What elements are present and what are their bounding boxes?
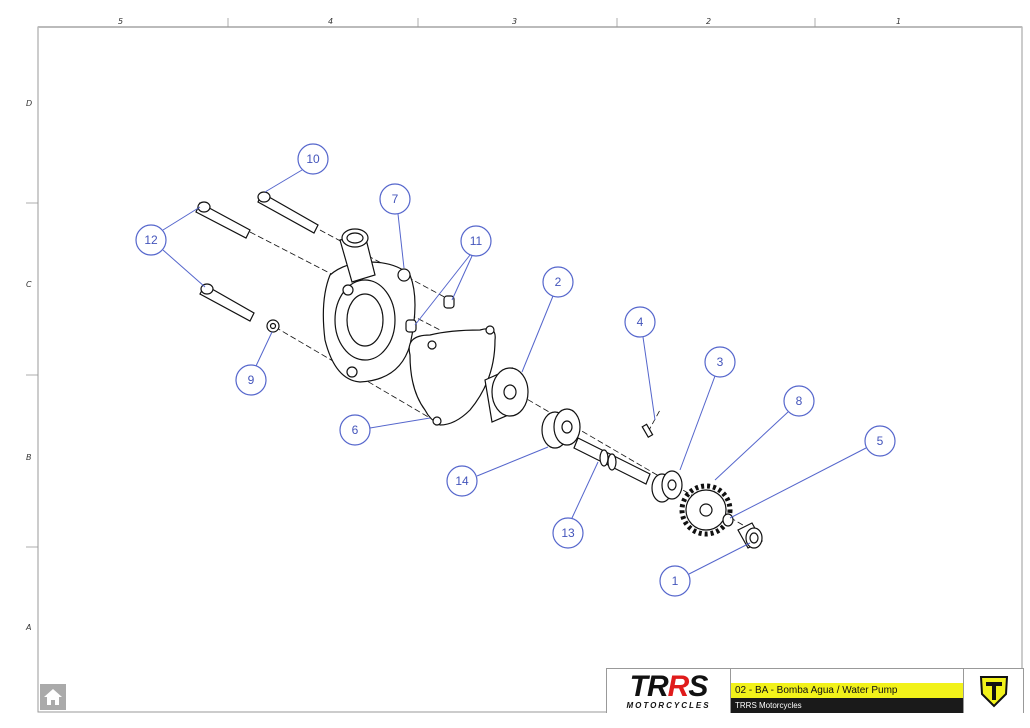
bearing-part [651,470,683,503]
circlip-part [722,513,734,527]
svg-text:3: 3 [717,355,724,369]
dowel-part [405,319,417,333]
drawing-title: 02 - BA - Bomba Agua / Water Pump [731,683,963,698]
pump-cover-part [322,228,416,383]
zone-row-label: A [25,623,31,632]
zone-row-label: B [26,453,32,462]
svg-text:11: 11 [470,234,483,248]
company-name: TRRS Motorcycles [731,698,963,713]
svg-text:10: 10 [306,152,320,166]
callout-balloon: 5 [864,425,896,457]
gear-part [679,483,733,537]
zone-col-label: 1 [896,17,901,26]
callout-balloon: 6 [339,414,371,446]
home-button[interactable] [40,684,66,710]
svg-text:7: 7 [392,192,399,206]
svg-text:13: 13 [561,526,575,540]
pin-part [641,423,654,439]
title-block: TRRS MOTORCYCLES 02 - BA - Bomba Agua / … [606,668,1024,713]
callout-balloon: 12 [135,224,167,256]
callout-balloon: 1 [659,565,691,597]
callout-balloon: 2 [542,266,574,298]
svg-text:1: 1 [672,574,679,588]
zone-col-label: 5 [118,17,123,26]
sheet-border [37,26,1023,713]
zone-col-label: 3 [512,17,517,26]
leader-lines [162,169,867,575]
callout-balloon: 3 [704,346,736,378]
callout-balloon: 9 [235,364,267,396]
shaft-part [573,437,651,485]
zone-col-label: 2 [706,17,711,26]
zone-col-label: 4 [328,17,333,26]
bolt-part [257,191,319,234]
zone-row-label: D [26,99,32,108]
callout-balloon: 7 [379,183,411,215]
spacer-part [737,522,763,549]
bolt-part [199,283,255,322]
bolt-part [195,201,251,239]
zone-row-label: C [26,280,32,289]
callout-balloon: 4 [624,306,656,338]
svg-text:14: 14 [455,474,469,488]
svg-text:9: 9 [248,373,255,387]
callout-balloon: 10 [297,143,329,175]
trrs-logo: TRRS MOTORCYCLES [607,669,731,713]
callout-balloon: 11 [460,225,492,257]
svg-text:6: 6 [352,423,359,437]
bearing-part [541,408,581,449]
impeller-part [484,367,529,423]
svg-text:4: 4 [637,315,644,329]
callout-balloon: 14 [446,465,478,497]
svg-text:12: 12 [144,233,158,247]
svg-text:8: 8 [796,394,803,408]
svg-text:5: 5 [877,434,884,448]
trrs-badge-icon [964,669,1023,713]
home-icon [44,689,62,705]
callout-balloon: 13 [552,517,584,549]
gasket-part [408,325,496,426]
callout-balloon: 8 [783,385,815,417]
svg-text:2: 2 [555,275,562,289]
dowel-part [443,295,455,309]
